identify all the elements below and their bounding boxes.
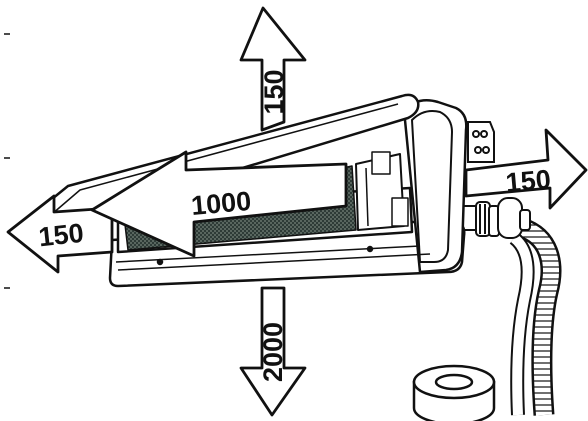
- right-clearance-arrow: [464, 128, 588, 210]
- left-clearance-label: 150: [37, 218, 85, 253]
- front-clearance-arrow: [90, 150, 348, 258]
- top-clearance-arrow: [239, 6, 307, 132]
- tape-roll-icon: [412, 364, 496, 421]
- pipe-fitting: [457, 197, 531, 239]
- bottom-clearance-arrow: [239, 286, 307, 417]
- refrigerant-pipe: [509, 217, 562, 416]
- bottom-clearance-label: 2000: [258, 322, 288, 382]
- top-clearance-label: 150: [259, 69, 289, 114]
- mounting-bracket: [467, 121, 495, 163]
- front-clearance-label: 1000: [190, 186, 252, 221]
- left-clearance-arrow: [6, 194, 114, 274]
- page-edge-marks: [4, 33, 10, 289]
- clearance-arrows: [6, 6, 588, 417]
- right-clearance-label: 150: [504, 164, 552, 198]
